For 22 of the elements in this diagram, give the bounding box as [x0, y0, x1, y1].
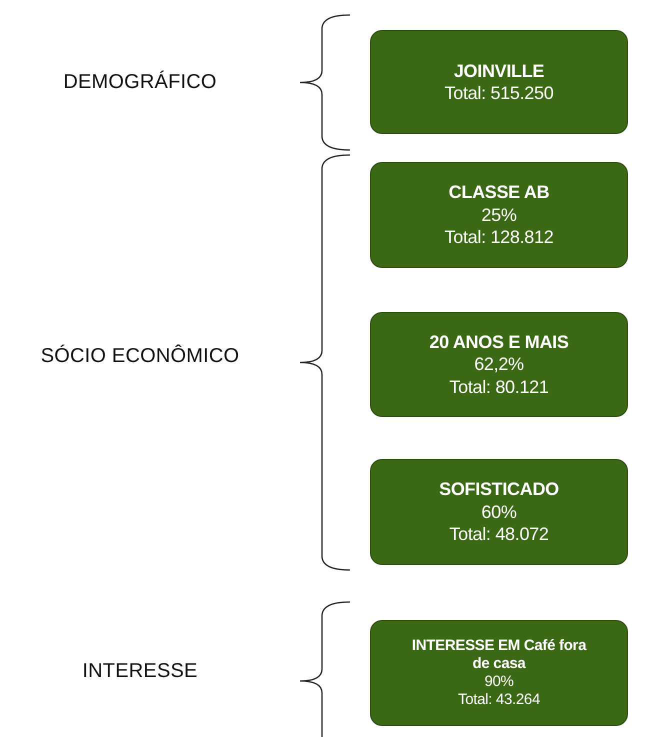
category-label: INTERESSE: [81, 660, 199, 683]
box-heading: CLASSE AB: [448, 181, 550, 204]
box-text: Total: 515.250: [444, 82, 554, 104]
box-text: Total: 43.264: [458, 691, 540, 709]
box-text: Total: 80.121: [449, 376, 549, 398]
rounded-box: [370, 30, 628, 134]
category-label: SÓCIO ECONÔMICO: [40, 345, 240, 368]
box-text: Total: 48.072: [449, 523, 549, 546]
box-heading: INTERESSE EM Café fora de casa: [410, 637, 588, 673]
rounded-box: [370, 620, 628, 726]
box-text: 60%: [481, 500, 517, 524]
box-heading: JOINVILLE: [454, 60, 544, 82]
category-label: DEMOGRÁFICO: [62, 71, 218, 94]
box-heading: SOFISTICADO: [439, 478, 559, 501]
box-text: 62,2%: [474, 353, 524, 376]
rounded-box: [370, 459, 628, 565]
box-heading: 20 ANOS E MAIS: [429, 330, 569, 354]
box-text: Total: 128.812: [444, 226, 554, 249]
rounded-box: [370, 162, 628, 268]
box-text: 90%: [484, 673, 514, 691]
rounded-box: [370, 312, 628, 417]
box-text: 25%: [481, 204, 517, 226]
